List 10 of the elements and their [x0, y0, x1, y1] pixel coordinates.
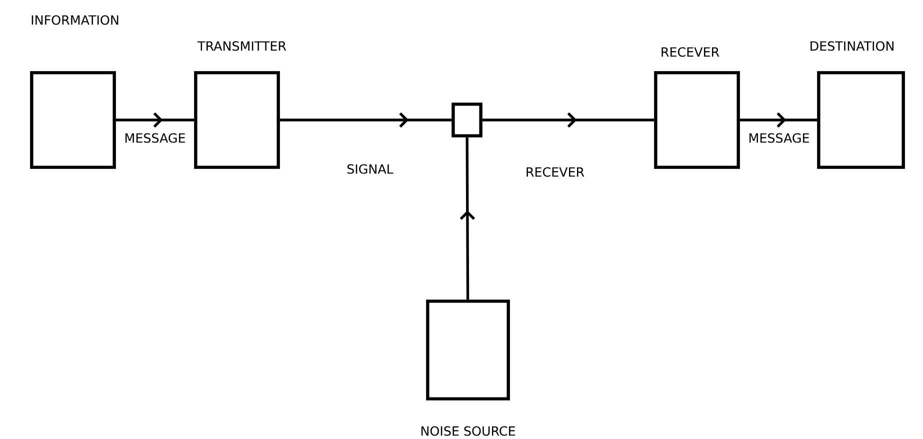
block-heading: DESTINATION — [810, 41, 894, 51]
edge-label: RECEVER — [524, 166, 586, 178]
block-heading: RECEVER — [662, 47, 720, 57]
block-heading: TRANSMITTER — [198, 41, 286, 51]
edge-label: SIGNAL — [345, 162, 395, 176]
edge-label: MESSAGE — [746, 132, 812, 144]
block-heading: INFORMATION — [32, 15, 118, 25]
edge-label: MESSAGE — [122, 132, 188, 144]
junction-box — [452, 102, 482, 138]
block-heading: NOISE SOURCE — [421, 426, 515, 436]
